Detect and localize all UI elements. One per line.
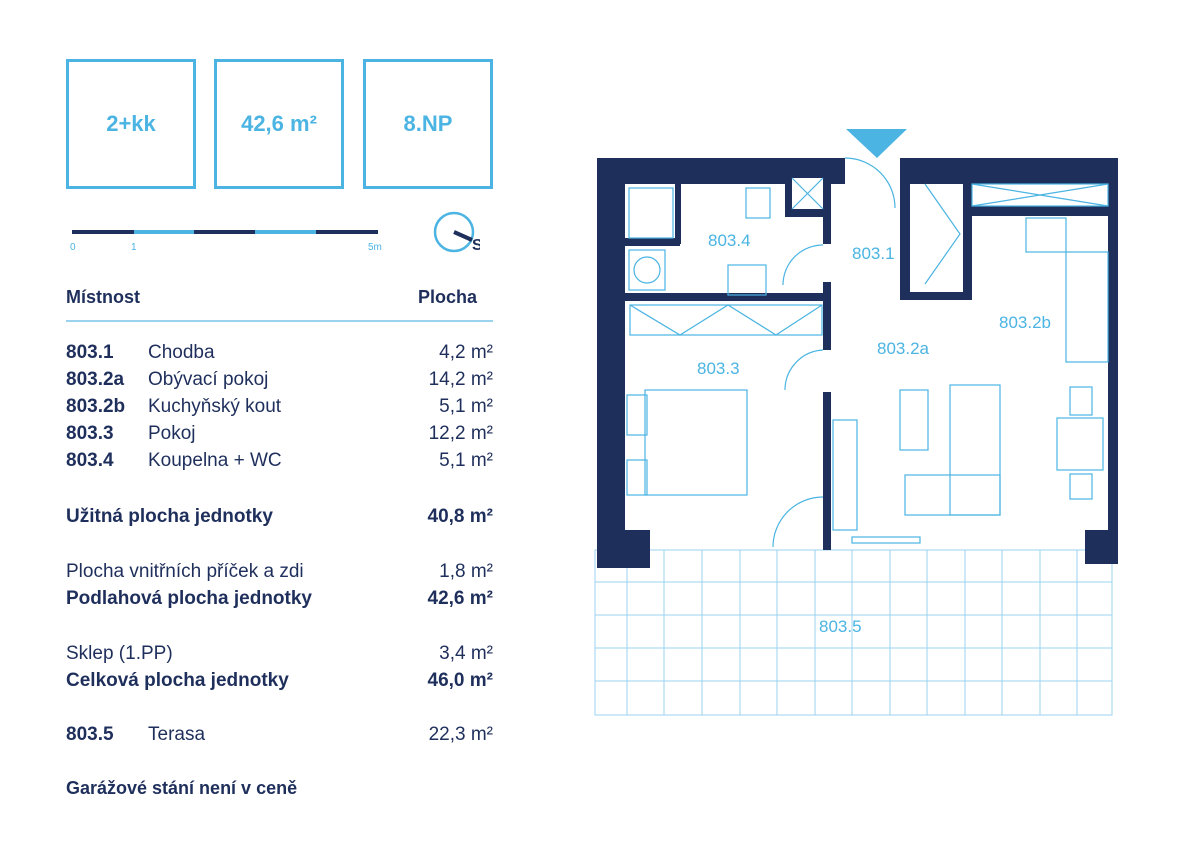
terrace-value: 22,3 m² — [428, 724, 493, 745]
room-label-803-2a: 803.2a — [877, 339, 930, 358]
table-row: 803.2b Kuchyňský kout 5,1 m² — [66, 396, 493, 420]
terrace-grid — [594, 549, 1113, 716]
room-name: Koupelna + WC — [148, 450, 282, 471]
room-name: Obývací pokoj — [148, 369, 269, 390]
area-badge-text: 42,6 m² — [241, 111, 317, 136]
room-name: Kuchyňský kout — [148, 396, 282, 417]
floor-badge-text: 8.NP — [403, 111, 453, 136]
table-row: 803.3 Pokoj 12,2 m² — [66, 423, 493, 447]
walls — [597, 158, 1118, 568]
room-code: 803.2a — [66, 369, 125, 390]
header-divider — [66, 320, 493, 322]
table-row: 803.1 Chodba 4,2 m² — [66, 342, 493, 366]
room-label-803-1: 803.1 — [852, 244, 895, 263]
floor-badge: 8.NP — [363, 59, 493, 189]
room-area: 12,2 m² — [428, 423, 493, 444]
room-name: Pokoj — [148, 423, 196, 444]
room-label-803-5: 803.5 — [819, 617, 862, 636]
room-code: 803.3 — [66, 423, 114, 444]
entrance-arrow-icon — [846, 129, 907, 158]
room-code: 803.4 — [66, 450, 114, 471]
room-label-803-4: 803.4 — [708, 231, 751, 250]
usable-area-label: Užitná plocha jednotky — [66, 506, 273, 527]
usable-area-value: 40,8 m² — [427, 506, 493, 527]
total-area-label: Celková plocha jednotky — [66, 670, 289, 691]
room-code: 803.2b — [66, 396, 126, 417]
compass-letter: S — [472, 237, 480, 254]
room-area: 5,1 m² — [439, 396, 493, 417]
header-area: Plocha — [418, 287, 478, 307]
garage-note: Garážové stání není v ceně — [66, 778, 298, 798]
room-code: 803.1 — [66, 342, 114, 363]
scale-label-5m: 5m — [368, 242, 382, 253]
compass-icon: S — [433, 211, 480, 254]
floor-area-value: 42,6 m² — [427, 588, 493, 609]
total-area-row: Celková plocha jednotky 46,0 m² — [66, 670, 493, 694]
room-area: 4,2 m² — [439, 342, 493, 363]
floor-plan: 803.4 803.1 803.2b 803.2a 803.3 803.5 — [594, 129, 1118, 716]
terrace-code: 803.5 — [66, 724, 114, 745]
terrace-label: Terasa — [148, 724, 206, 745]
walls-area-label: Plocha vnitřních příček a zdi — [66, 561, 304, 582]
header-room: Místnost — [66, 287, 140, 307]
room-area: 14,2 m² — [428, 369, 493, 390]
room-label-803-2b: 803.2b — [999, 313, 1051, 332]
terrace-row: 803.5 Terasa 22,3 m² — [66, 724, 493, 748]
floor-area-row: Podlahová plocha jednotky 42,6 m² — [66, 588, 493, 612]
room-area: 5,1 m² — [439, 450, 493, 471]
cellar-row: Sklep (1.PP) 3,4 m² — [66, 643, 493, 667]
room-label-803-3: 803.3 — [697, 359, 740, 378]
cellar-label: Sklep (1.PP) — [66, 643, 173, 664]
total-area-value: 46,0 m² — [427, 670, 493, 691]
fixtures — [626, 157, 1109, 548]
room-name: Chodba — [148, 342, 215, 363]
table-row: 803.4 Koupelna + WC 5,1 m² — [66, 450, 493, 474]
scale-bar: 0 1 5m — [70, 230, 382, 260]
table-row: 803.2a Obývací pokoj 14,2 m² — [66, 369, 493, 393]
layout-badge-text: 2+kk — [106, 111, 156, 136]
walls-area-value: 1,8 m² — [439, 561, 493, 582]
layout-badge: 2+kk — [66, 59, 196, 189]
usable-area-row: Užitná plocha jednotky 40,8 m² — [66, 506, 493, 530]
scale-label-0: 0 — [70, 242, 76, 253]
floor-area-label: Podlahová plocha jednotky — [66, 588, 312, 609]
cellar-value: 3,4 m² — [439, 643, 493, 664]
area-badge: 42,6 m² — [214, 59, 344, 189]
scale-label-1: 1 — [131, 242, 137, 253]
walls-area-row: Plocha vnitřních příček a zdi 1,8 m² — [66, 561, 493, 585]
